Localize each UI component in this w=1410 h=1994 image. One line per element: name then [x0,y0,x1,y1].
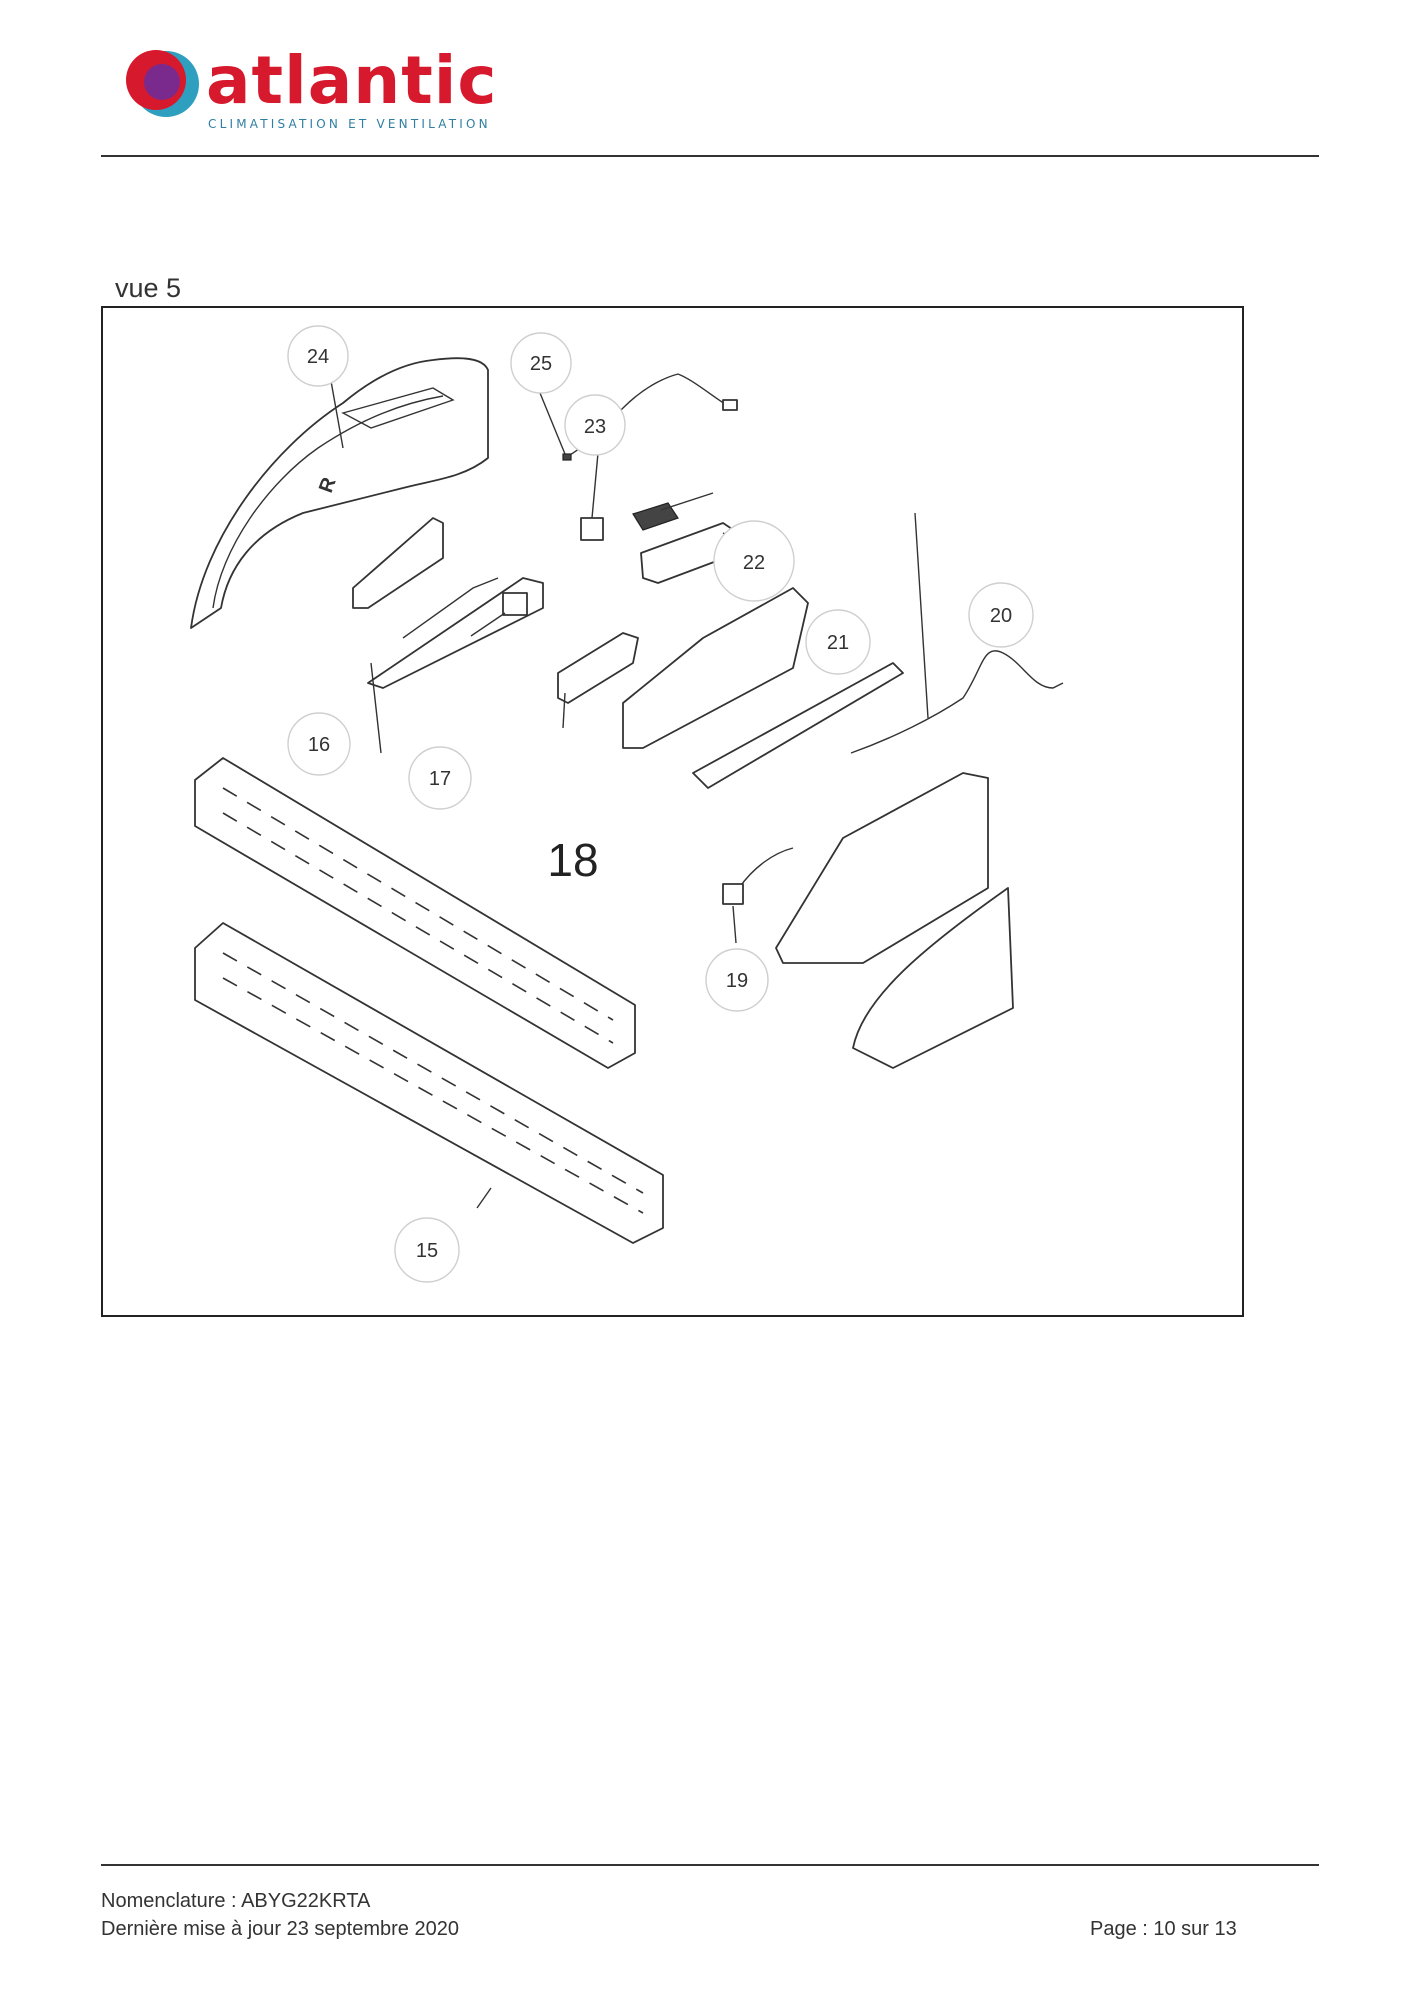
svg-text:24: 24 [307,346,329,368]
callout-24: 24 [287,325,349,387]
svg-text:23: 23 [584,416,606,438]
brand-logo [122,44,482,134]
part-19-motor [722,847,794,905]
view-title: vue 5 [115,273,182,303]
leader-20 [914,512,929,719]
callout-17: 17 [408,746,472,810]
svg-text:25: 25 [530,353,552,375]
svg-text:15: 15 [416,1240,438,1262]
part-20-cable [850,650,1064,754]
part-15-flap-set [194,922,664,1244]
leader-22 [660,492,714,511]
footer-divider [101,1864,1319,1866]
rail-part [692,662,904,789]
callout-19: 19 [705,948,769,1012]
callout-20: 20 [968,582,1034,648]
svg-text:22: 22 [743,552,765,574]
part-17-terminal-block [502,592,528,616]
page-number: Page : 10 sur 13 [1090,1918,1237,1940]
callout-15: 15 [394,1217,460,1283]
part-22-small-board [632,502,679,531]
document-reference: Nomenclature : ABYG22KRTA [101,1890,371,1912]
callout-16: 16 [287,712,351,776]
leader-19 [732,905,737,944]
logo-mark-icon [126,50,199,117]
svg-text:20: 20 [990,605,1012,627]
part-16-louver-set [194,757,636,1069]
svg-text:19: 19 [726,970,748,992]
svg-text:16: 16 [308,734,330,756]
brand-name: atlantic [206,42,498,119]
callout-21: 21 [805,609,871,675]
control-box-frame [622,587,809,749]
part-23-connector [580,517,604,541]
leader-17 [470,612,506,637]
leader-23 [591,452,599,519]
header-divider [101,155,1319,157]
callout-25: 25 [510,332,572,394]
right-side-panel [775,772,989,964]
svg-text:17: 17 [429,768,451,790]
leader-25 [539,392,566,455]
brand-tagline: CLIMATISATION ET VENTILATION [208,117,491,131]
side-bracket-parts [352,517,544,689]
leader-18 [562,692,566,729]
leader-15 [476,1187,492,1209]
leader-24 [330,380,344,449]
callout-18: 18 [547,834,598,886]
part-24-side-cover: R [190,357,489,629]
svg-text:21: 21 [827,632,849,654]
part-18-main-pcb [557,632,639,704]
leader-16 [370,662,382,754]
callout-22: 22 [713,520,795,602]
diagram-drawing: R [190,325,1064,1283]
exploded-parts-diagram: R [101,306,1244,1317]
callout-23: 23 [564,394,626,456]
last-updated: Dernière mise à jour 23 septembre 2020 [101,1918,459,1940]
right-cover-part [852,887,1014,1069]
